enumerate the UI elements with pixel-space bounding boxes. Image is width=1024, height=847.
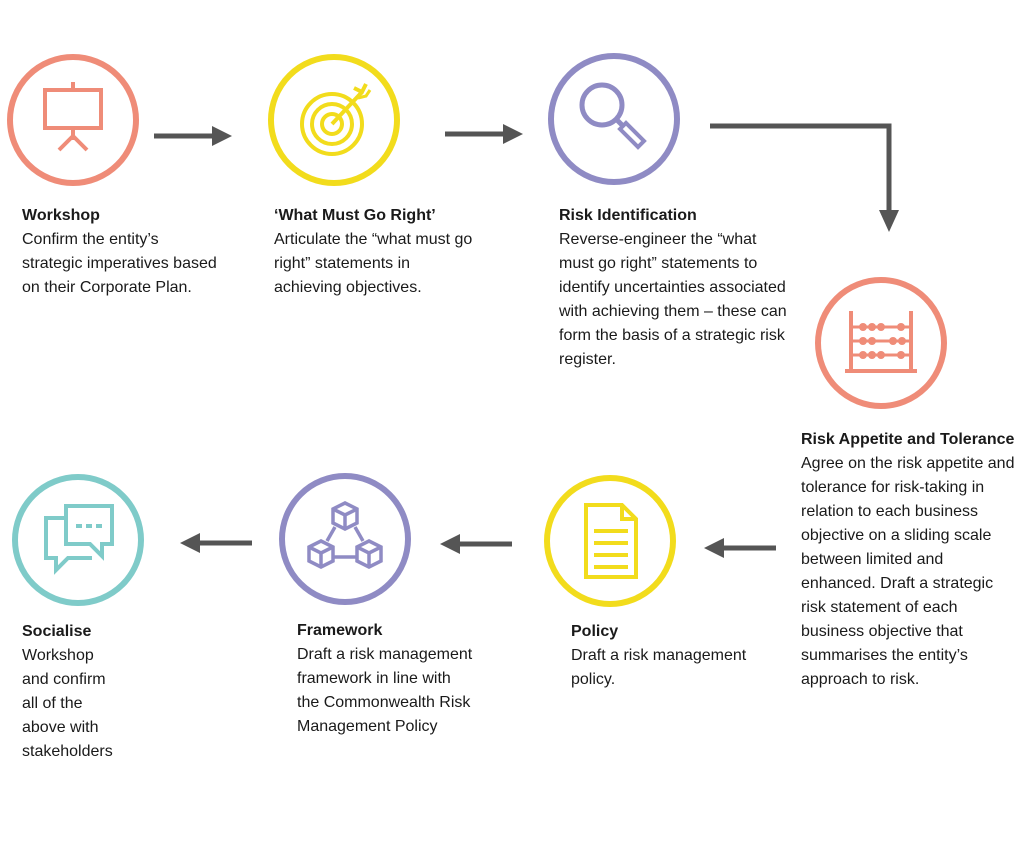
wmgr-body: Articulate the “what must go right” stat… [274,231,473,296]
riskid-text: Risk Identification Reverse-engineer the… [559,204,789,372]
arrow-riskid-to-appetite [710,123,899,232]
policy-title: Policy [571,623,619,640]
wmgr-title: ‘What Must Go Right’ [274,207,436,224]
magnifier-icon [579,82,647,150]
easel-icon [43,82,103,152]
policy-body: Draft a risk management policy. [571,647,747,688]
riskid-title: Risk Identification [559,207,697,224]
appetite-title: Risk Appetite and Tolerance [801,431,1015,448]
cubes-icon [307,501,383,569]
riskid-circle [548,53,680,185]
riskid-body: Reverse-engineer the “what must go right… [559,231,787,368]
workshop-body: Confirm the entity’s strategic imperativ… [22,231,217,296]
workshop-circle [7,54,139,186]
framework-circle [279,473,411,605]
framework-title: Framework [297,622,383,639]
workshop-text: Workshop Confirm the entity’s strategic … [22,204,222,300]
wmgr-circle [268,54,400,186]
framework-body: Draft a risk management framework in lin… [297,646,473,735]
socialise-title: Socialise [22,623,92,640]
chat-icon [44,504,114,575]
socialise-circle [12,474,144,606]
arrow-appetite-to-policy [704,538,776,558]
appetite-circle [815,277,947,409]
arrow-wmgr-to-riskid [445,124,523,144]
socialise-body: Workshop and confirm all of the above wi… [22,647,113,760]
arrow-policy-to-framework [440,534,512,554]
abacus-icon [845,311,917,373]
arrow-framework-to-socialise [180,533,252,553]
appetite-text: Risk Appetite and Tolerance Agree on the… [801,428,1016,692]
workshop-title: Workshop [22,207,100,224]
document-icon [584,503,638,579]
socialise-text: Socialise Workshop and confirm all of th… [22,620,182,764]
target-icon [300,83,372,156]
appetite-body: Agree on the risk appetite and tolerance… [801,455,1015,688]
wmgr-text: ‘What Must Go Right’ Articulate the “wha… [274,204,474,300]
framework-text: Framework Draft a risk management framew… [297,619,477,739]
arrow-workshop-to-wmgr [154,126,232,146]
policy-circle [544,475,676,607]
policy-text: Policy Draft a risk management policy. [571,620,751,692]
